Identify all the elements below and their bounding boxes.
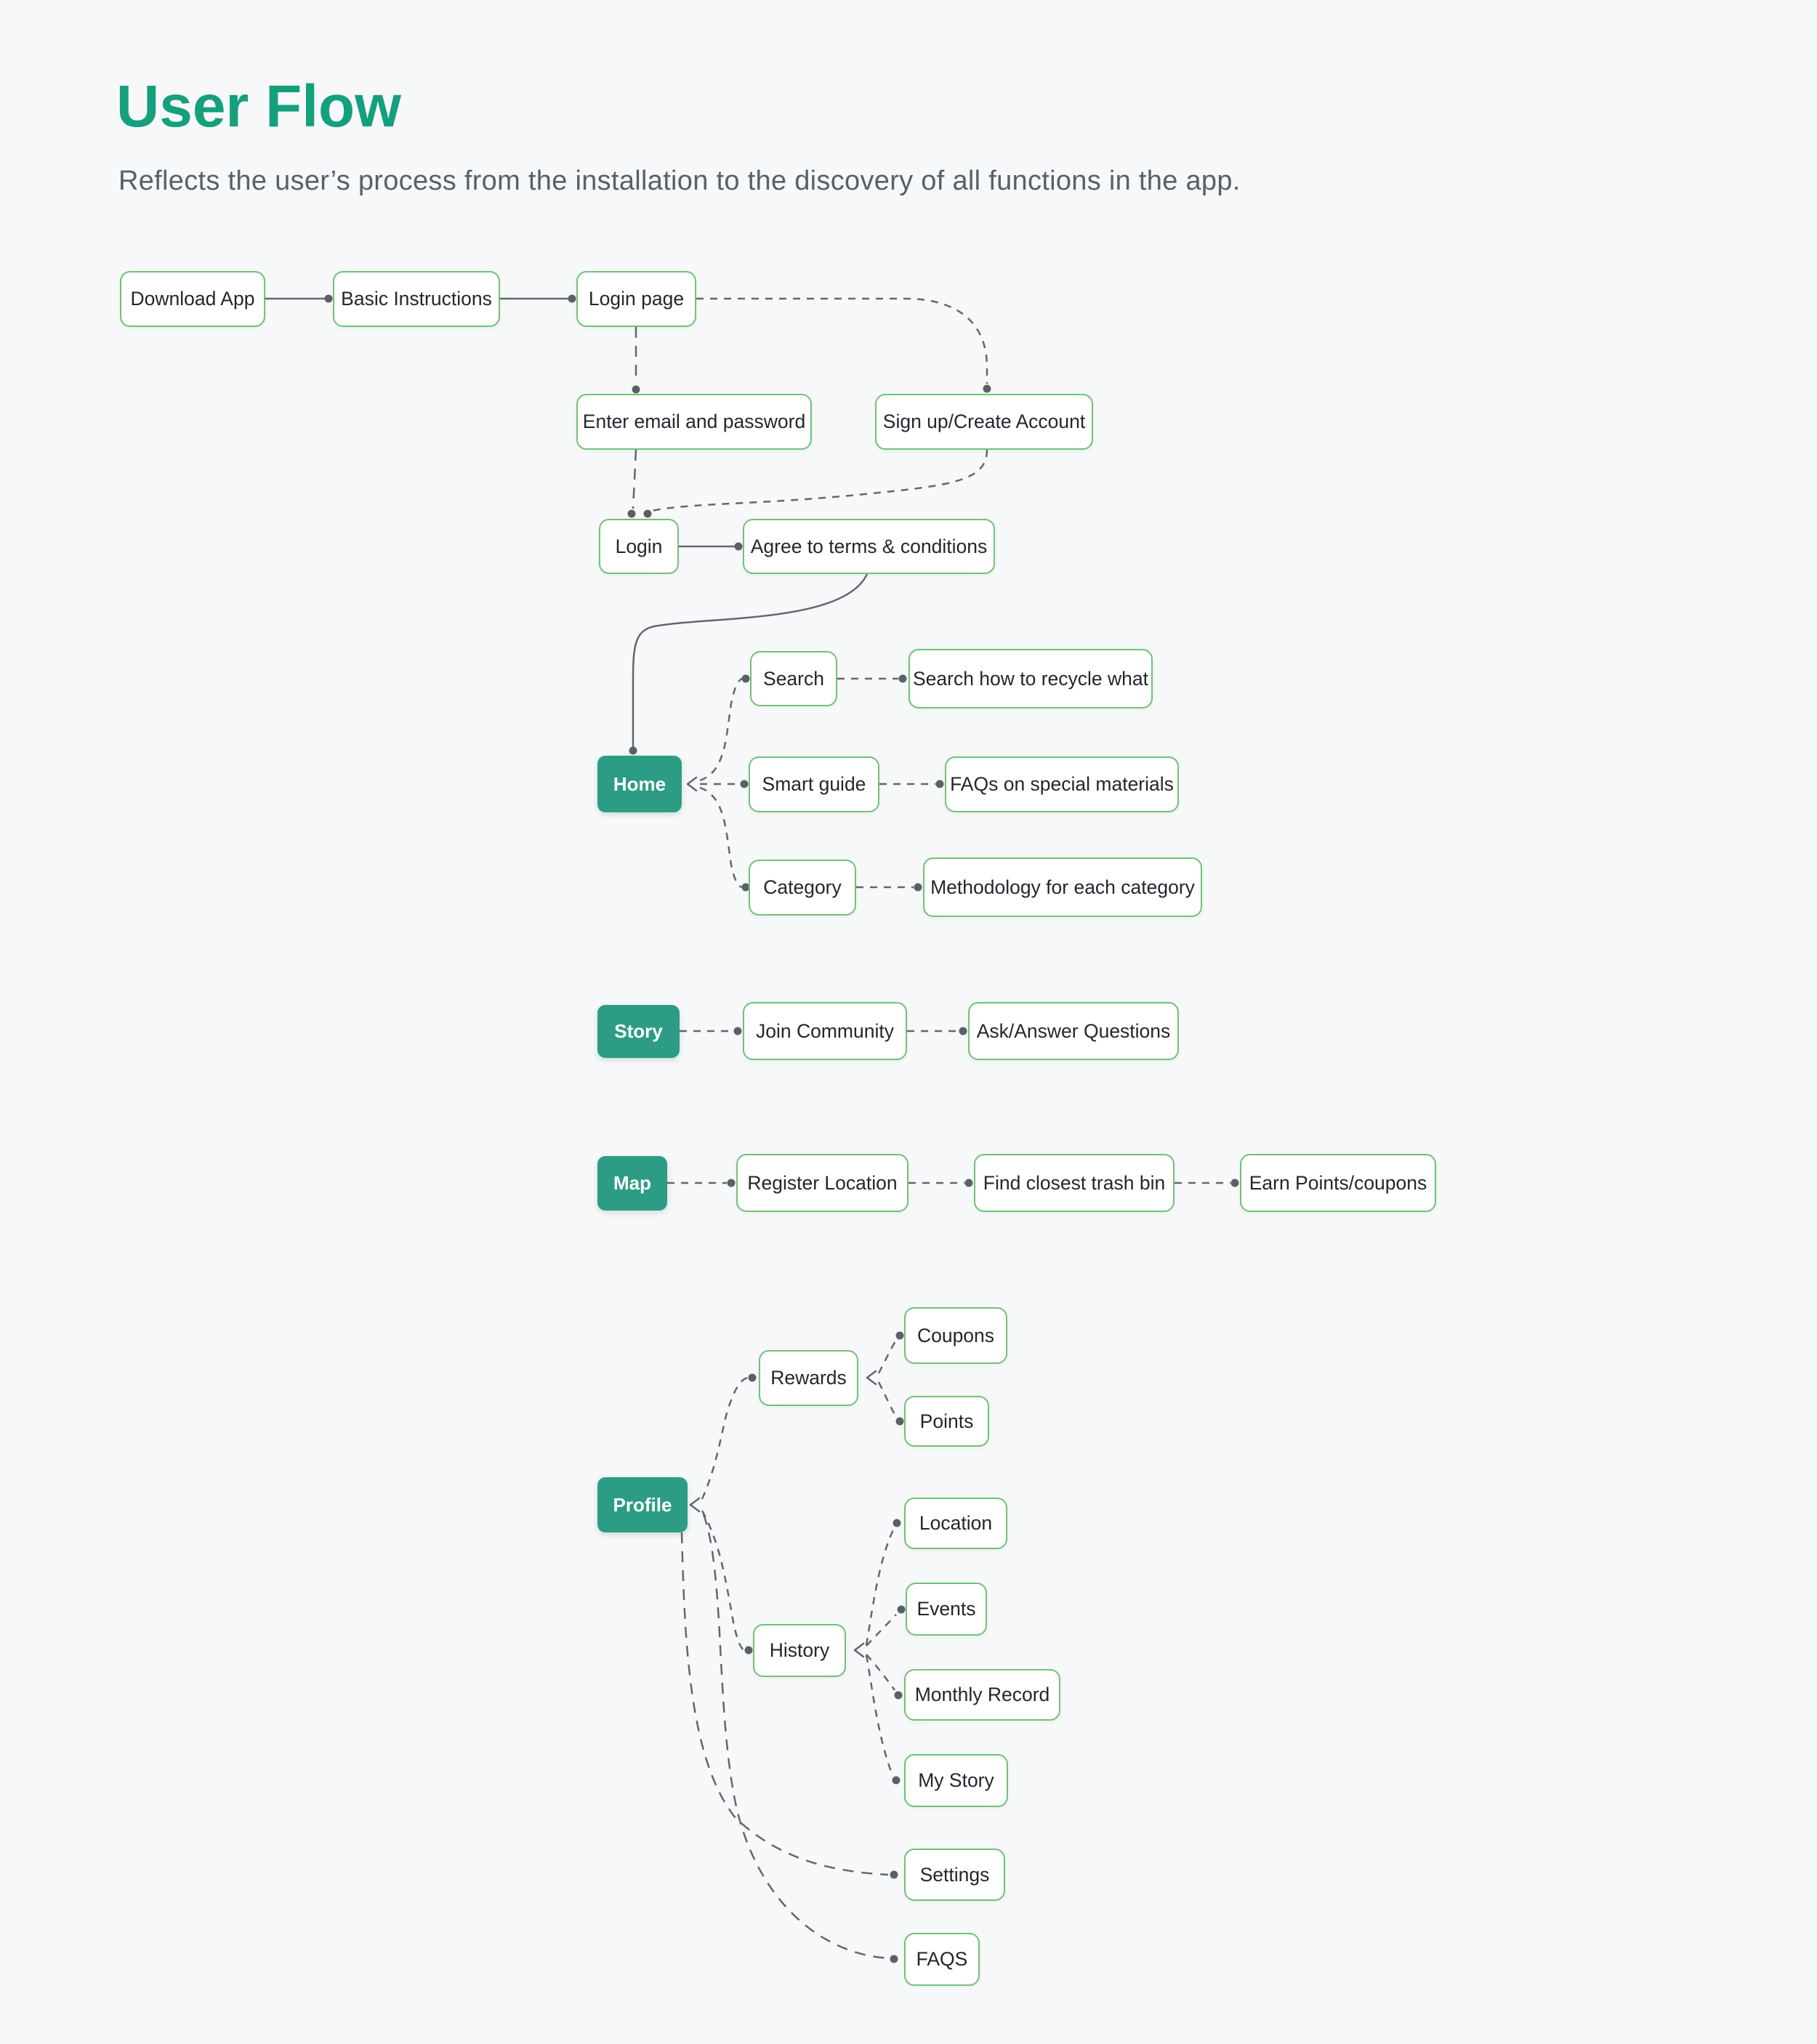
- node-label: FAQs on special materials: [950, 773, 1174, 795]
- node-label: Login page: [588, 288, 685, 310]
- node-history: History: [753, 1624, 846, 1677]
- node-label: Earn Points/coupons: [1249, 1171, 1427, 1194]
- node-label: History: [769, 1639, 830, 1661]
- node-basic-instructions: Basic Instructions: [333, 271, 500, 327]
- node-label: Monthly Record: [914, 1684, 1050, 1705]
- node-label: Location: [919, 1512, 993, 1534]
- edge-profile-faqs: [702, 1514, 889, 1960]
- node-category: Category: [749, 860, 856, 916]
- node-find-trash: Find closest trash bin: [974, 1154, 1175, 1212]
- node-story: Story: [597, 1005, 680, 1058]
- node-label: Enter email and password: [582, 411, 806, 432]
- node-login: Login: [599, 519, 679, 574]
- node-monthly-record: Monthly Record: [904, 1669, 1060, 1721]
- edge-history-mystory: [865, 1655, 894, 1776]
- node-download-app: Download App: [120, 271, 265, 327]
- edge-signup-login: [651, 449, 988, 512]
- node-ask-answer: Ask/Answer Questions: [968, 1002, 1179, 1060]
- edge-rewards-points: [877, 1381, 898, 1418]
- node-rewards: Rewards: [759, 1350, 858, 1406]
- node-points: Points: [904, 1396, 989, 1447]
- node-label: FAQS: [916, 1948, 968, 1970]
- node-label: Settings: [919, 1863, 990, 1886]
- node-signup: Sign up/Create Account: [875, 394, 1093, 450]
- page-subtitle: Reflects the user’s process from the ins…: [118, 166, 1241, 196]
- node-label: Find closest trash bin: [983, 1171, 1166, 1194]
- node-map: Map: [597, 1156, 667, 1211]
- node-label: Category: [763, 876, 842, 898]
- node-label: Home: [613, 772, 666, 795]
- node-agree-terms: Agree to terms & conditions: [743, 519, 995, 574]
- node-faqs-special: FAQs on special materials: [945, 756, 1179, 812]
- home-junction-chevron: [686, 776, 698, 792]
- edge-loginpage-signup: [696, 297, 988, 384]
- node-home: Home: [597, 756, 682, 812]
- rewards-junction-chevron: [866, 1370, 877, 1386]
- node-label: Methodology for each category: [930, 876, 1195, 898]
- node-label: Login: [615, 535, 663, 557]
- node-my-story: My Story: [904, 1754, 1008, 1807]
- edge-history-monthly: [866, 1654, 896, 1691]
- history-junction-chevron: [853, 1642, 865, 1658]
- node-location: Location: [904, 1498, 1007, 1549]
- node-label: Points: [919, 1410, 974, 1432]
- node-faqs: FAQS: [904, 1933, 980, 1986]
- edge-enteremail-login: [632, 449, 637, 509]
- edge-profile-rewards: [701, 1376, 749, 1500]
- profile-junction-chevron: [689, 1497, 701, 1513]
- node-label: Map: [613, 1172, 651, 1194]
- node-login-page: Login page: [576, 271, 696, 327]
- node-earn-points: Earn Points/coupons: [1240, 1154, 1436, 1212]
- edge-agree-home: [632, 573, 869, 747]
- node-label: Sign up/Create Account: [882, 411, 1086, 432]
- node-search-how: Search how to recycle what: [908, 649, 1153, 708]
- node-methodology: Methodology for each category: [923, 857, 1202, 917]
- node-settings: Settings: [904, 1849, 1005, 1901]
- page-title: User Flow: [116, 73, 401, 140]
- node-label: Coupons: [916, 1324, 995, 1346]
- edge-home-category: [699, 786, 743, 889]
- node-events: Events: [906, 1583, 987, 1636]
- edge-history-events: [866, 1614, 897, 1647]
- edge-profile-history: [701, 1510, 745, 1652]
- node-profile: Profile: [597, 1477, 688, 1532]
- node-label: My Story: [918, 1769, 994, 1791]
- node-register-location: Register Location: [736, 1154, 908, 1212]
- node-label: Register Location: [747, 1171, 898, 1194]
- node-label: Basic Instructions: [341, 288, 492, 310]
- edge-profile-settings: [680, 1532, 889, 1876]
- node-label: Download App: [130, 288, 255, 310]
- node-label: Rewards: [770, 1367, 847, 1389]
- node-label: Smart guide: [762, 773, 866, 795]
- node-label: Story: [614, 1020, 663, 1042]
- node-label: Events: [916, 1598, 976, 1620]
- node-coupons: Coupons: [904, 1307, 1007, 1364]
- node-label: Profile: [613, 1493, 672, 1516]
- node-enter-email: Enter email and password: [576, 394, 812, 450]
- node-smart-guide: Smart guide: [749, 756, 879, 812]
- edge-home-search: [699, 677, 743, 782]
- edge-rewards-coupons: [877, 1339, 898, 1374]
- edge-history-location: [865, 1527, 895, 1646]
- node-search: Search: [750, 651, 837, 706]
- node-join-community: Join Community: [743, 1002, 907, 1060]
- node-label: Join Community: [756, 1019, 894, 1042]
- node-label: Ask/Answer Questions: [976, 1019, 1171, 1042]
- node-label: Search how to recycle what: [912, 667, 1149, 690]
- node-label: Agree to terms & conditions: [750, 535, 988, 557]
- node-label: Search: [763, 667, 824, 690]
